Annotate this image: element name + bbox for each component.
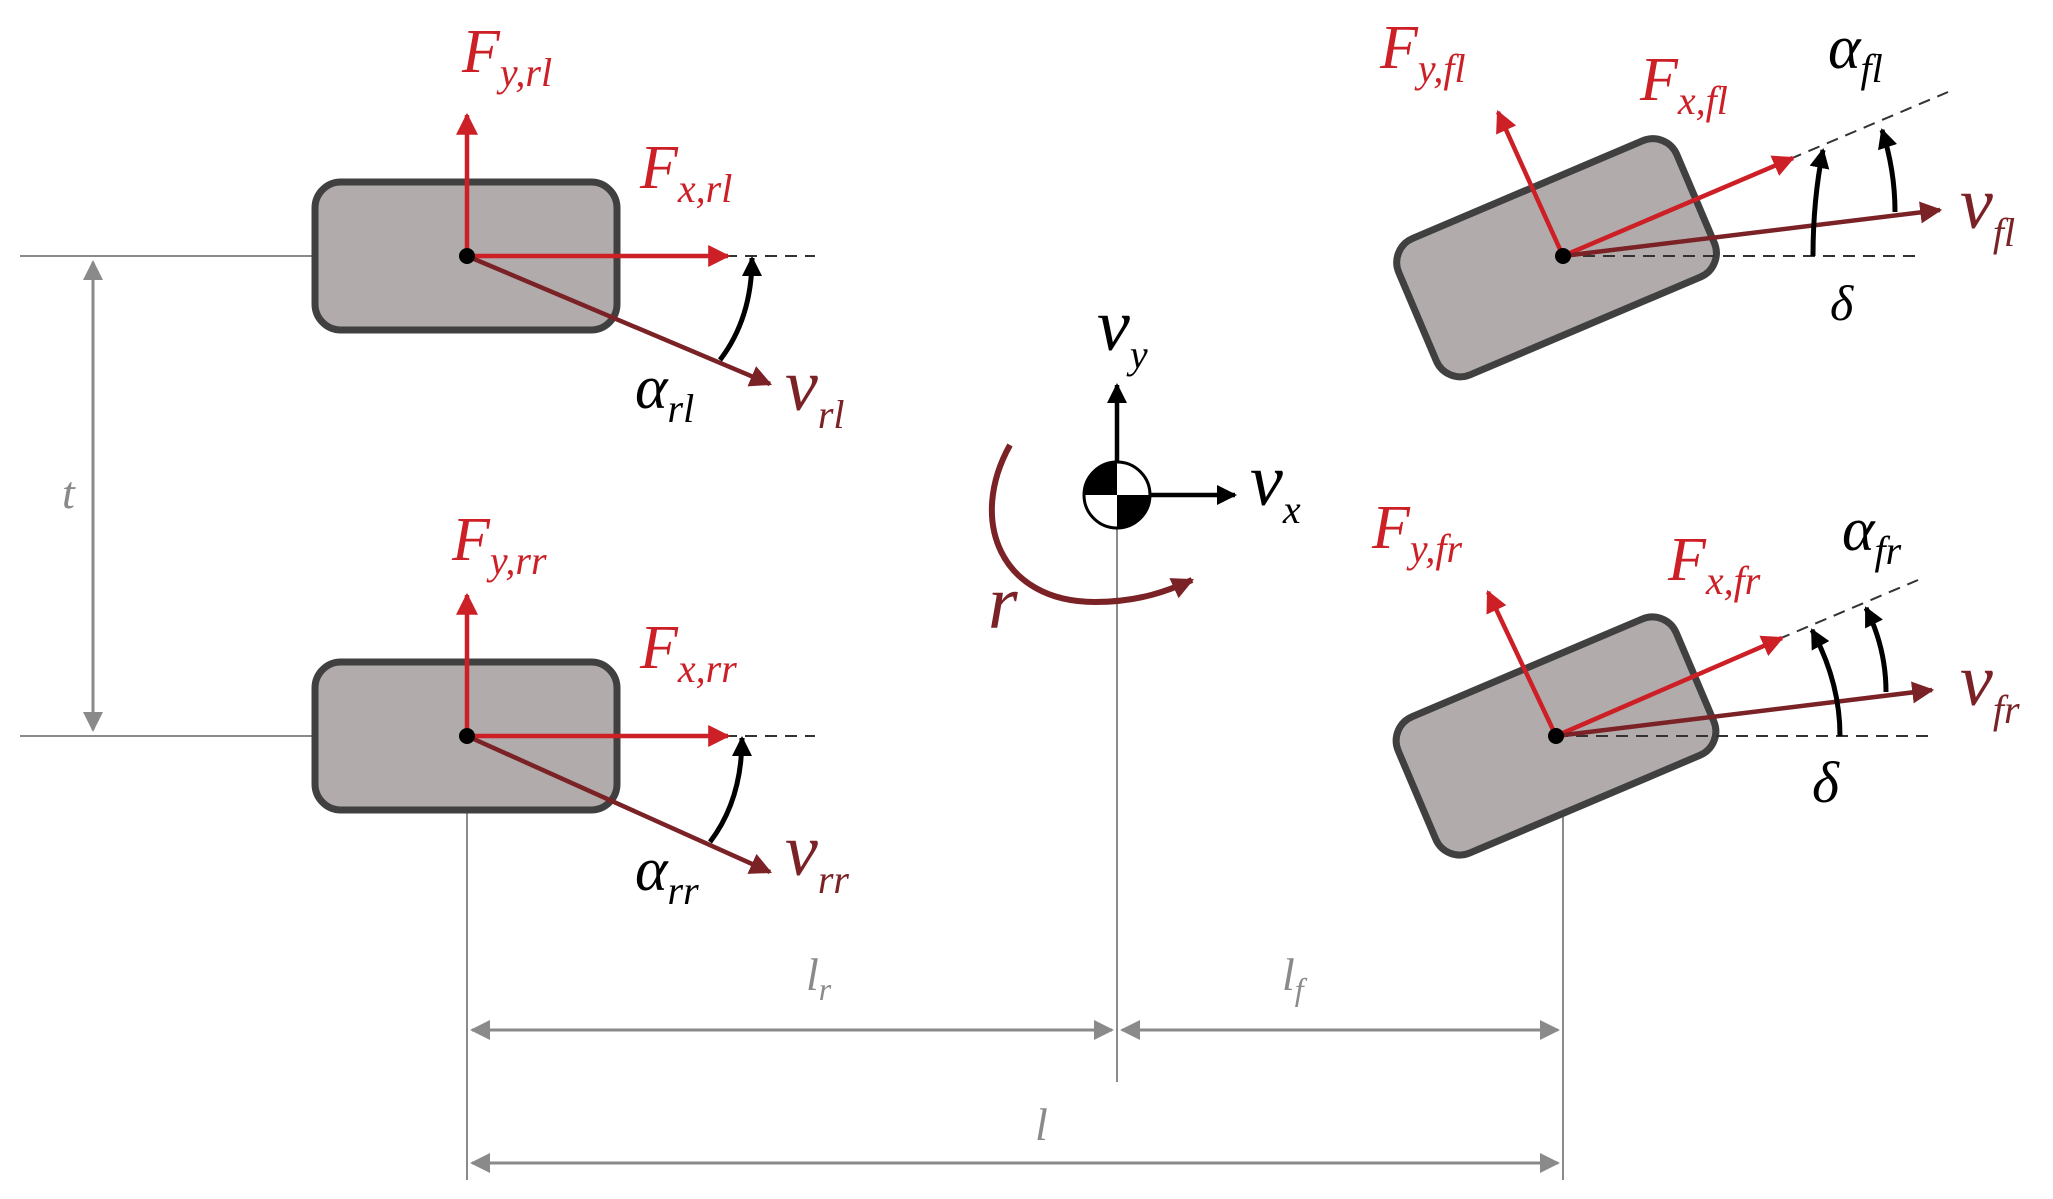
slip-angle-arc: [1863, 606, 1889, 693]
alpha-rl-label: αrl: [635, 354, 694, 431]
alpha-rr-label: αrr: [635, 836, 699, 913]
wheel-center-dot: [459, 248, 475, 264]
vy-label: vy: [1097, 285, 1148, 377]
v-rl-label: vrl: [785, 345, 845, 437]
wheel-front-right: Fy,fr Fx,fr vfr αfr δ: [1371, 494, 2020, 859]
wheel-rear-right: Fy,rr Fx,rr vrr αrr: [311, 506, 849, 913]
wheel-heading-dashed-line: [1789, 91, 1949, 160]
wheel-velocity-arrow: [1562, 201, 1943, 259]
wheel-center-dot: [459, 728, 475, 744]
lr-label: lr: [806, 949, 832, 1007]
v-rr-label: vrr: [785, 810, 849, 902]
wheel-center-dot: [1548, 728, 1564, 744]
longitudinal-force-arrow: [1555, 635, 1785, 739]
slip-angle-arc: [708, 736, 752, 844]
wheel-velocity-arrow: [466, 733, 773, 875]
delta-fl-label: δ: [1830, 275, 1854, 331]
alpha-fl-label: αfl: [1828, 14, 1883, 91]
dimension-labels: t lr lf l: [62, 467, 1308, 1150]
fx-rl-label: Fx,rl: [639, 134, 732, 211]
wheel-velocity-arrow: [1555, 681, 1935, 739]
slip-angle-arc: [1878, 128, 1898, 213]
yaw-rate-label: r: [988, 561, 1018, 645]
cog-symbol-icon: [1082, 460, 1152, 530]
delta-fr-label: δ: [1812, 750, 1840, 815]
lateral-force-arrow: [1495, 109, 1566, 257]
wheel-center-dot: [1555, 248, 1571, 264]
vx-label: vx: [1250, 440, 1301, 532]
fx-fr-label: Fx,fr: [1667, 526, 1761, 603]
steer-angle-arc: [1809, 628, 1843, 737]
wheelbase-label: l: [1035, 1099, 1048, 1150]
wheel-heading-dashed-line: [1759, 579, 1919, 648]
wheel-velocity-arrow: [466, 253, 773, 387]
alpha-fr-label: αfr: [1842, 496, 1902, 573]
longitudinal-force-arrow: [1562, 155, 1796, 259]
wheel-rear-left: Fy,rl Fx,rl vrl αrl: [311, 18, 845, 437]
lateral-force-arrow: [1485, 590, 1559, 737]
center-of-gravity: vy vx r: [988, 285, 1301, 645]
v-fr-label: vfr: [1960, 640, 2020, 732]
fy-fl-label: Fy,fl: [1379, 14, 1466, 91]
fx-fl-label: Fx,fl: [1639, 46, 1728, 123]
fy-rl-label: Fy,rl: [461, 18, 552, 95]
yaw-rate-arc: [988, 443, 1195, 606]
wheel-front-left: Fy,fl Fx,fl vfl αfl δ: [1379, 14, 2015, 381]
fx-rr-label: Fx,rr: [639, 614, 737, 691]
lf-label: lf: [1282, 949, 1308, 1007]
track-width-label: t: [62, 467, 76, 518]
fy-fr-label: Fy,fr: [1371, 494, 1463, 571]
v-fl-label: vfl: [1960, 163, 2015, 255]
steer-angle-arc: [1809, 148, 1830, 257]
slip-angle-arc: [718, 256, 762, 362]
fy-rr-label: Fy,rr: [451, 506, 547, 583]
